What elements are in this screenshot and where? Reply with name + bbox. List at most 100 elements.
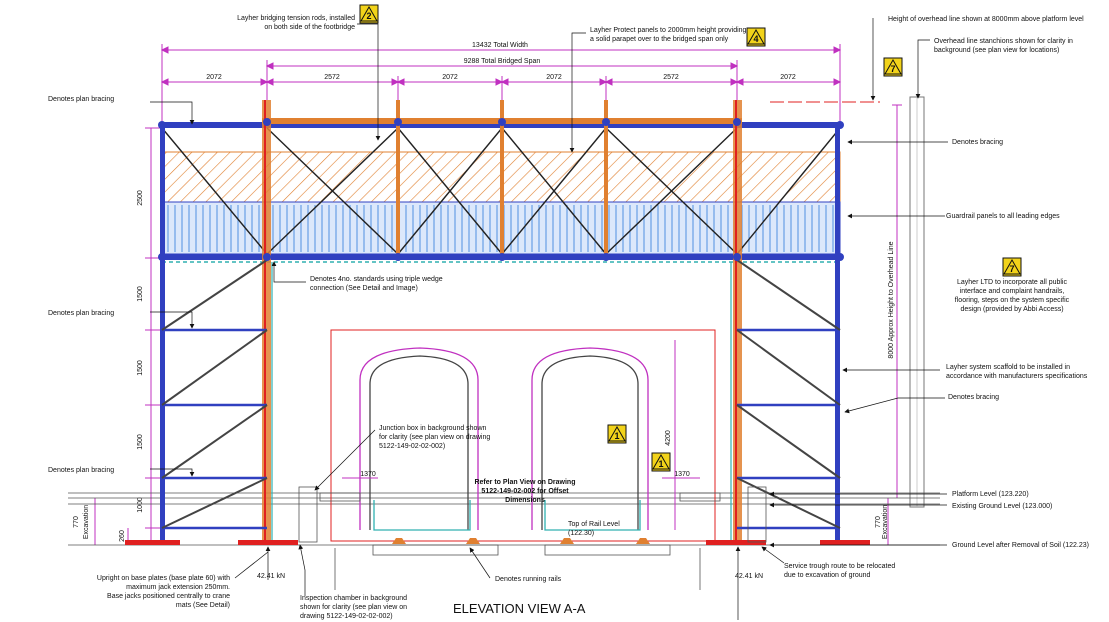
callout-upright-4: mats (See Detail) <box>176 602 230 609</box>
callout-overhead-line: Height of overhead line shown at 8000mm … <box>888 16 1084 23</box>
callout-inspection-3: drawing 5122-149-02-02-002) <box>300 613 393 620</box>
callout-layher-ltd-4: design (provided by Abbi Access) <box>960 306 1063 313</box>
load-left: 42.41 kN <box>257 573 285 580</box>
svg-text:4: 4 <box>753 34 758 44</box>
rosette-joint <box>394 253 402 261</box>
bay-dim-3: 2072 <box>442 74 458 81</box>
rosette-joint <box>836 253 844 261</box>
callout-system-scaffold-1: Layher system scaffold to be installed i… <box>946 364 1070 371</box>
callout-junction-box-2: for clarity (see plan view on drawing <box>379 434 490 441</box>
bay-dim-2: 2572 <box>324 74 340 81</box>
callout-platform-level: Platform Level (123.220) <box>952 491 1029 498</box>
bay-dim-1: 2072 <box>206 74 222 81</box>
callout-system-scaffold-2: accordance with manufacturers specificat… <box>946 373 1088 380</box>
rosette-joint <box>394 118 402 126</box>
bay-dimension-labels: 2072 2572 2072 2072 2572 2072 <box>206 74 796 81</box>
total-width-label: 13432 Total Width <box>472 42 528 49</box>
callout-service-trough-1: Service trough route to be relocated <box>784 563 895 570</box>
callout-stanchions-1: Overhead line stanchions shown for clari… <box>934 38 1073 45</box>
callout-plan-bracing-2: Denotes plan bracing <box>48 310 114 317</box>
callout-running-rails: Denotes running rails <box>495 576 562 583</box>
callout-inspection-2: shown for clarity (see plan view on <box>300 604 407 611</box>
rosette-joint <box>602 253 610 261</box>
callout-upright-3: Base jacks positioned centrally to crane <box>107 593 230 600</box>
rosette-joint <box>263 118 271 126</box>
callouts: Layher bridging tension rods, installed … <box>48 15 1089 620</box>
train-gauges <box>359 347 649 531</box>
height-2500: 2500 <box>137 190 144 206</box>
hazard-marker-2: 2 <box>359 4 379 24</box>
hazard-marker-7-b: 7 <box>1002 257 1022 277</box>
callout-inspection-1: Inspection chamber in background <box>300 595 407 602</box>
rosette-joint <box>263 253 271 261</box>
hazard-marker-4: 4 <box>746 27 766 47</box>
callout-protect-panels-2: a solid parapet over to the bridged span… <box>590 36 729 43</box>
callout-tension-rods-2: on both side of the footbridge <box>264 24 355 31</box>
bay-dim-5: 2572 <box>663 74 679 81</box>
height-1500-a: 1500 <box>137 286 144 302</box>
callout-refer-plan-1: Refer to Plan View on Drawing <box>474 479 575 486</box>
tower-bracing <box>161 259 841 530</box>
svg-text:2: 2 <box>366 11 371 21</box>
svg-text:7: 7 <box>890 64 895 74</box>
rosette-joint <box>836 121 844 129</box>
callout-standards-2: connection (See Detail and Image) <box>310 285 418 292</box>
callout-tension-rods-1: Layher bridging tension rods, installed <box>237 15 355 22</box>
left-height-labels: 2500 1500 1500 1500 1000 770 Excavation … <box>73 190 144 542</box>
rosette-joint <box>498 253 506 261</box>
clearance-height-label: 4200 <box>665 430 672 446</box>
clearance-envelope <box>330 329 716 542</box>
callout-refer-plan-3: Dimensions <box>505 497 545 504</box>
hazard-marker-7-a: 7 <box>883 57 903 77</box>
callout-existing-ground: Existing Ground Level (123.000) <box>952 503 1052 510</box>
callout-layher-ltd-1: Layher LTD to incorporate all public <box>957 279 1067 286</box>
callout-layher-ltd-3: flooring, steps on the system specific <box>955 297 1070 304</box>
base-plates <box>125 540 870 545</box>
rosette-joint <box>158 121 166 129</box>
callout-top-of-rail-1: Top of Rail Level <box>568 521 620 528</box>
left-offset-label: 1370 <box>360 471 376 478</box>
rosette-joint <box>733 253 741 261</box>
callout-plan-bracing-3: Denotes plan bracing <box>48 467 114 474</box>
running-rails <box>392 538 650 544</box>
callout-layher-ltd-2: interface and complaint handrails, <box>960 288 1065 295</box>
callout-service-trough-2: due to excavation of ground <box>784 572 871 579</box>
callout-protect-panels-1: Layher Protect panels to 2000mm height p… <box>590 27 747 34</box>
callout-upright-2: maximum jack extension 250mm. <box>126 584 230 591</box>
callout-bracing-1: Denotes bracing <box>952 139 1003 146</box>
left-dimensions <box>94 127 160 545</box>
left-excavation: Excavation <box>83 505 90 539</box>
overhead-height-label: 8000 Approx Height to Overhead Line <box>888 241 895 358</box>
bridged-span-label: 9288 Total Bridged Span <box>464 58 541 65</box>
callout-top-of-rail-2: (122.30) <box>568 530 594 537</box>
callout-guardrail: Guardrail panels to all leading edges <box>946 213 1060 220</box>
callout-bracing-2: Denotes bracing <box>948 394 999 401</box>
rosette-joints <box>158 118 844 261</box>
right-dimensions <box>887 104 902 545</box>
rosette-joint <box>733 118 741 126</box>
height-1500-c: 1500 <box>137 434 144 450</box>
callout-junction-box-3: 5122-149-02-02-002) <box>379 443 445 450</box>
drawing-title: ELEVATION VIEW A-A <box>453 601 586 616</box>
left-260: 260 <box>119 530 126 542</box>
standards <box>160 100 840 540</box>
load-right: 42.41 kN <box>735 573 763 580</box>
sleepers <box>372 544 671 556</box>
top-dimensions <box>160 44 842 125</box>
callout-refer-plan-2: 5122-149-02-002 for Offset <box>481 488 569 495</box>
svg-text:1: 1 <box>658 459 663 469</box>
svg-text:1: 1 <box>614 431 619 441</box>
height-1500-b: 1500 <box>137 360 144 376</box>
platform-edges <box>298 486 767 543</box>
callout-plan-bracing-1: Denotes plan bracing <box>48 96 114 103</box>
left-770: 770 <box>73 516 80 528</box>
bay-dim-4: 2072 <box>546 74 562 81</box>
rosette-joint <box>158 253 166 261</box>
right-offset-label: 1370 <box>674 471 690 478</box>
height-1000: 1000 <box>137 497 144 513</box>
callout-junction-box-1: Junction box in background shown <box>379 425 487 432</box>
bay-dim-6: 2072 <box>780 74 796 81</box>
right-770: 770 <box>875 516 882 528</box>
